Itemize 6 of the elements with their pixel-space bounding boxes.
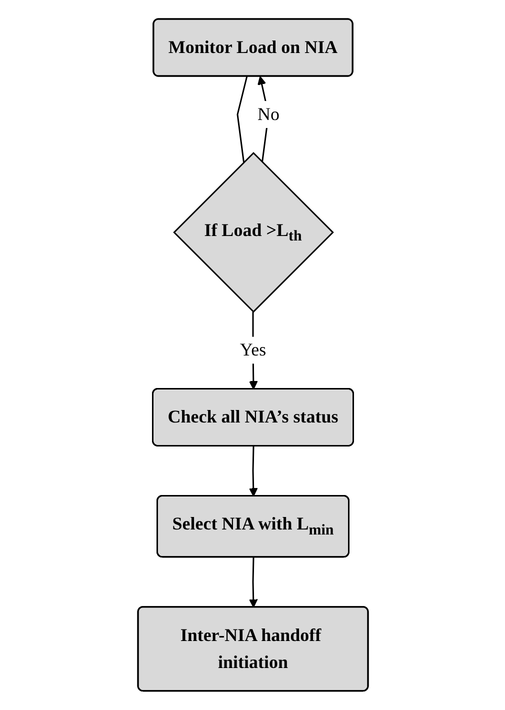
connector <box>236 76 248 162</box>
edge-label: Yes <box>239 340 266 360</box>
edge-label: No <box>257 104 279 124</box>
arrow <box>248 557 258 608</box>
node-diamond: If Load >L$_{th}$ <box>172 152 334 313</box>
arrow <box>248 446 258 497</box>
